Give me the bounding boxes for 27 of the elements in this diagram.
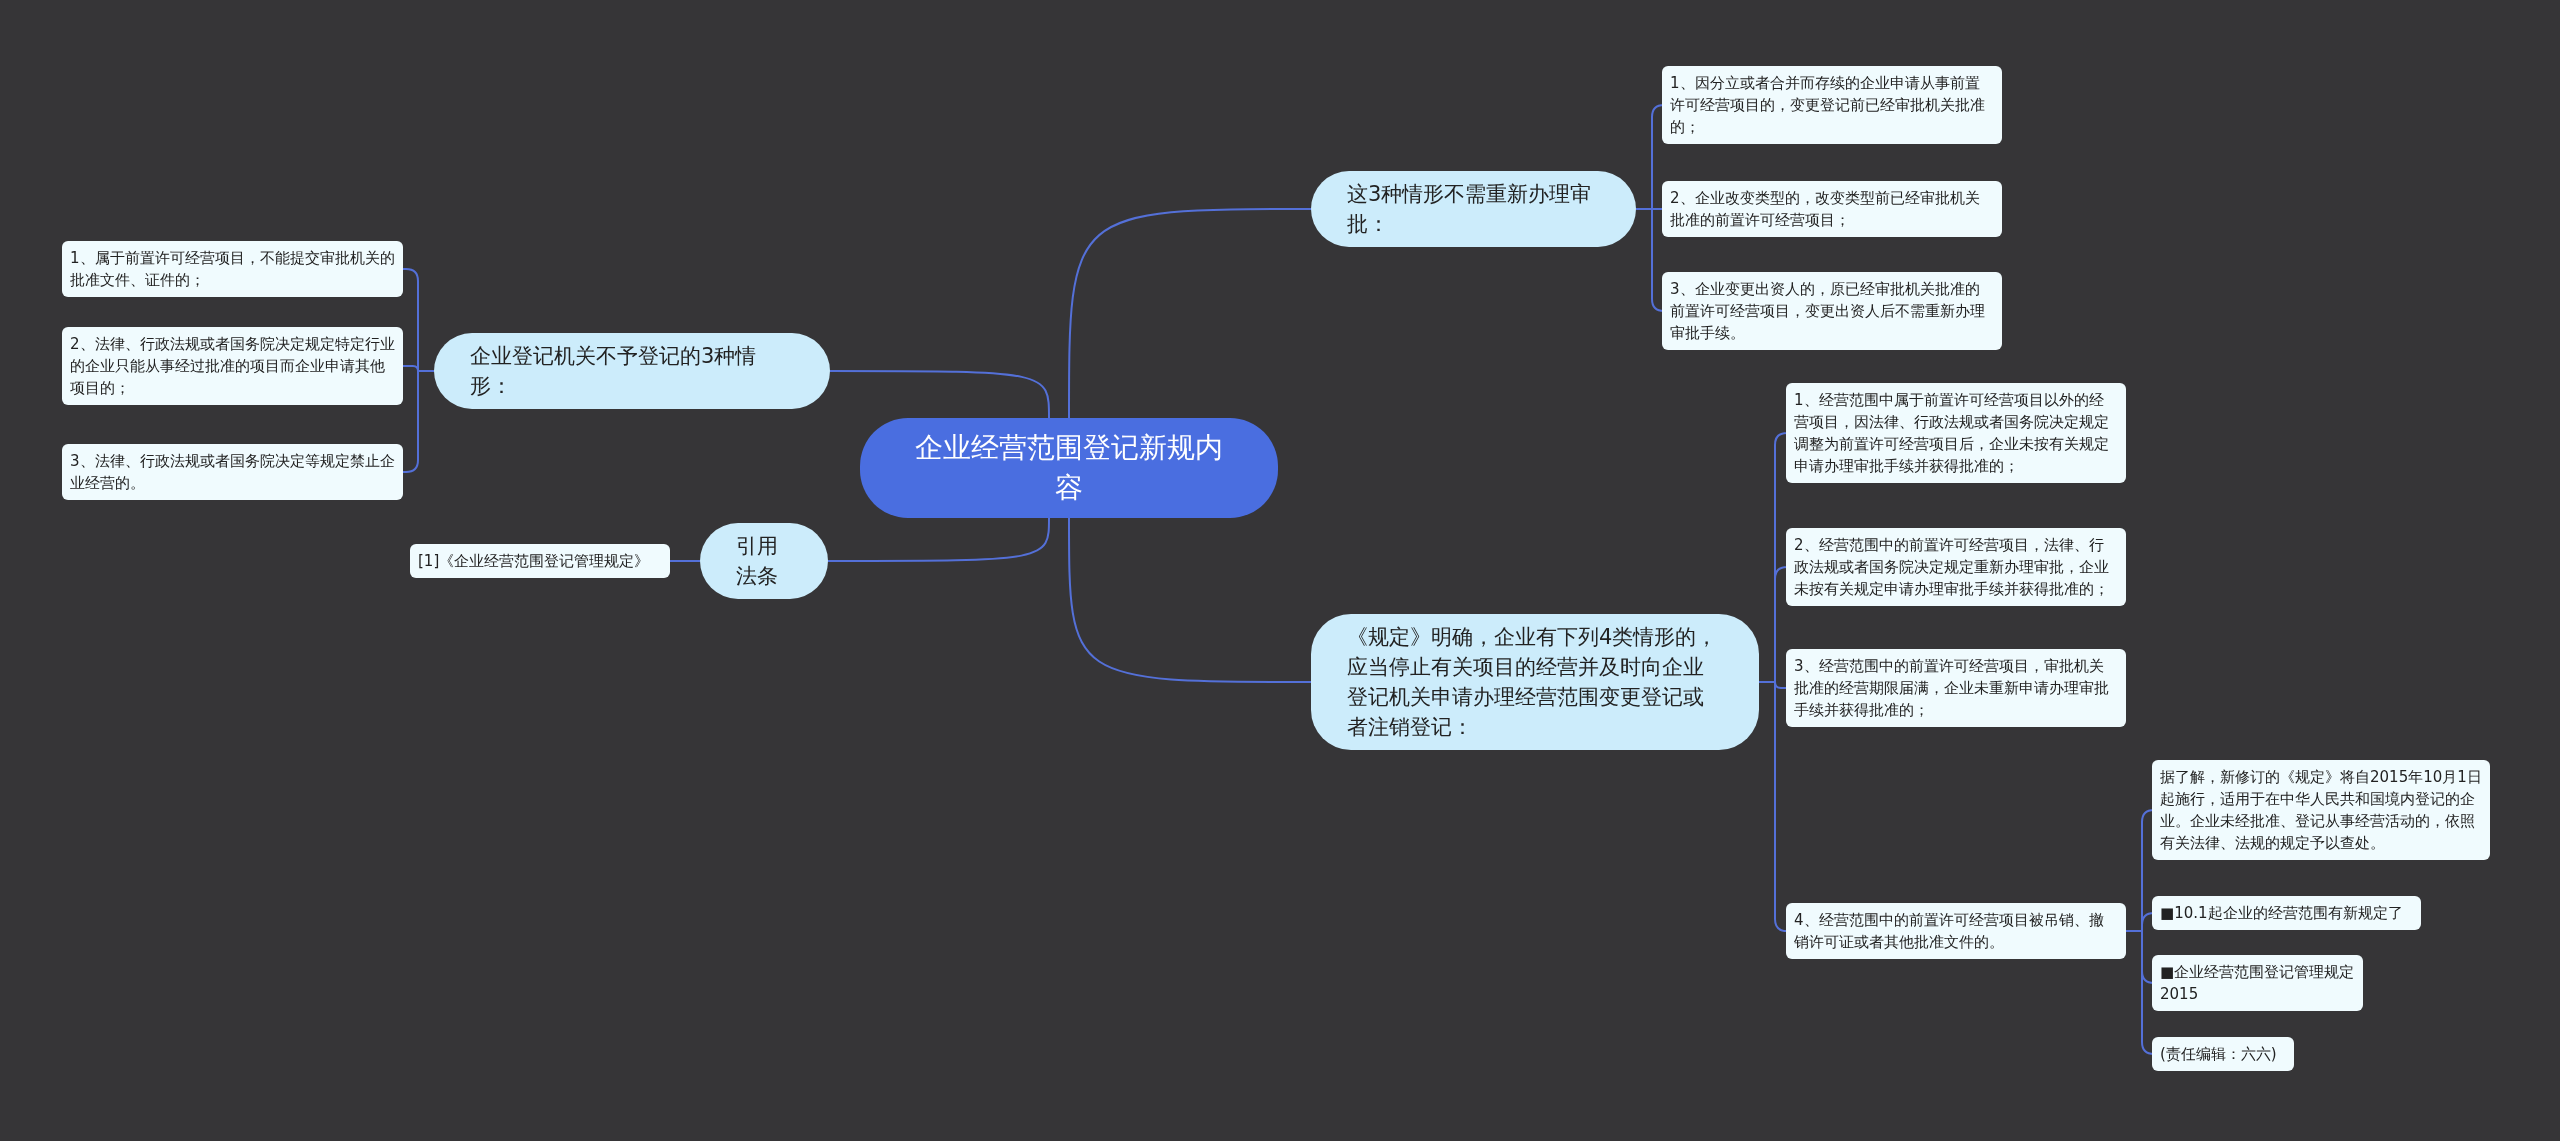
note-box: 1、因分立或者合并而存续的企业申请从事前置许可经营项目的，变更登记前已经审批机关批准的； (1662, 66, 2002, 144)
connector-line (827, 517, 1050, 562)
topic-pill: 企业登记机关不予登记的3种情形： (434, 333, 830, 409)
connector-line (402, 370, 435, 473)
note-box: 3、法律、行政法规或者国务院决定等规定禁止企业经营的。 (62, 444, 403, 500)
topic-pill: 这3种情形不需重新办理审批： (1311, 171, 1636, 247)
note-box: 1、经营范围中属于前置许可经营项目以外的经营项目，因法律、行政法规或者国务院决定规定调整为前置许可经营项目后，企业未按有关规定申请办理审批手续并获得批准的； (1786, 383, 2126, 483)
note-box: 2、经营范围中的前置许可经营项目，法律、行政法规或者国务院决定规定重新办理审批，企业未按有关规定申请办理审批手续并获得批准的； (1786, 528, 2126, 606)
note-box: [1]《企业经营范围登记管理规定》 (410, 544, 670, 578)
note-box: 2、企业改变类型的，改变类型前已经审批机关批准的前置许可经营项目； (1662, 181, 2002, 237)
note-box: 3、经营范围中的前置许可经营项目，审批机关批准的经营期限届满，企业未重新申请办理审批手续并获得批准的； (1786, 649, 2126, 727)
note-box: 2、法律、行政法规或者国务院决定规定特定行业的企业只能从事经过批准的项目而企业申请其他项目的； (62, 327, 403, 405)
topic-pill: 引用法条 (700, 523, 828, 599)
note-box: ■10.1起企业的经营范围有新规定了 (2152, 896, 2421, 930)
topic-pill: 《规定》明确，企业有下列4类情形的，应当停止有关项目的经营并及时向企业登记机关申请办理经营范围变更登记或者注销登记： (1311, 614, 1759, 750)
connector-line (669, 560, 701, 562)
connector-line (829, 370, 1050, 419)
note-box: (责任编辑：六六) (2152, 1037, 2294, 1071)
note-box: 1、属于前置许可经营项目，不能提交审批机关的批准文件、证件的； (62, 241, 403, 297)
note-box: ■企业经营范围登记管理规定2015 (2152, 955, 2363, 1011)
note-box: 3、企业变更出资人的，原已经审批机关批准的前置许可经营项目，变更出资人后不需重新办理审批手续。 (1662, 272, 2002, 350)
connector-line (1758, 681, 1788, 932)
central-topic: 企业经营范围登记新规内容 (860, 418, 1278, 518)
connector-line (1068, 517, 1312, 683)
note-box: 据了解，新修订的《规定》将自2015年10月1日起施行，适用于在中华人民共和国境内登记的企业。企业未经批准、登记从事经营活动的，依照有关法律、法规的规定予以查处。 (2152, 760, 2490, 860)
connector-line (1068, 208, 1312, 419)
note-box: 4、经营范围中的前置许可经营项目被吊销、撤销许可证或者其他批准文件的。 (1786, 903, 2126, 959)
